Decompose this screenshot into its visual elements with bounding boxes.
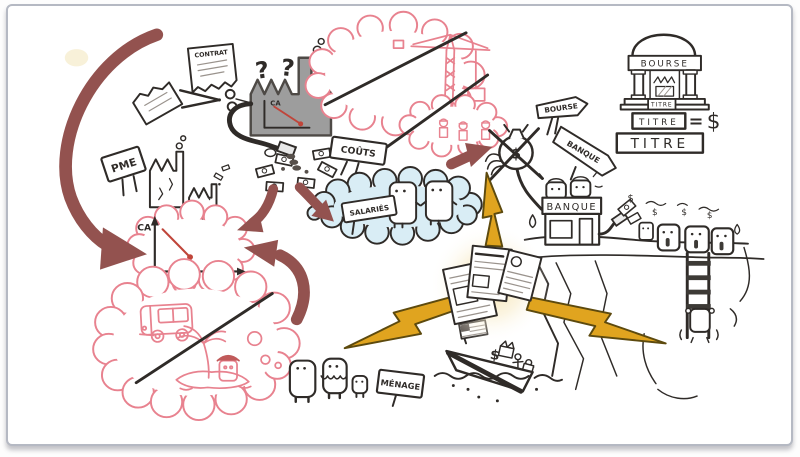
saver-character — [656, 223, 681, 252]
lightning-bolt-left — [343, 295, 461, 350]
arrow-to-sme — [59, 28, 164, 252]
vacuum-nozzle — [275, 140, 298, 158]
bank-cliff-scene: BANQUE $ BOURSE BANQUE $ — [484, 96, 765, 400]
titre-equation: TITRE = $ TITRE — [615, 110, 721, 154]
bourse-building-label: BOURSE — [641, 59, 689, 69]
revenue-axis-label: CA — [137, 222, 152, 233]
stock-exchange-building: BOURSE TITRE — [619, 33, 710, 111]
salaries-sign: SALARIÉS — [340, 194, 398, 235]
banque-signpost: BANQUE — [552, 125, 617, 181]
pme-sign: PME — [100, 145, 147, 197]
saver-character — [710, 227, 735, 256]
cargo-factory-icon — [497, 340, 515, 359]
salaries-cloud: SALARIÉS — [306, 166, 483, 246]
bourse-signpost: BOURSE — [535, 96, 589, 136]
whiteboard-canvas: BOURSE TITRE TITRE = $ TITRE CONTRAT — [6, 4, 793, 446]
salaried-worker — [420, 180, 458, 226]
saver-dollar: $ — [681, 208, 687, 218]
strike-line — [384, 73, 490, 150]
smudge — [64, 49, 89, 67]
bank-roof-characters — [538, 171, 603, 200]
saver-character — [684, 225, 710, 254]
savers-group: $ $ $ — [626, 200, 741, 256]
flow-arrows — [59, 28, 493, 326]
strike-line — [134, 292, 274, 385]
arrow-to-moneybag — [445, 151, 474, 170]
crossed-moneybag: $ — [484, 123, 544, 211]
boat-dollar: $ — [489, 347, 501, 364]
newspaper — [497, 249, 543, 302]
workers-icons — [438, 118, 491, 141]
bank-building: BANQUE $ — [528, 171, 637, 246]
titre-equation-label: TITRE — [638, 118, 679, 128]
vacation-dream-cloud — [92, 258, 301, 421]
arrow-from-household — [274, 249, 310, 326]
saver-dollar: $ — [652, 208, 658, 218]
household-member — [288, 359, 317, 404]
menage-label: MÉNAGE — [380, 376, 421, 392]
household-family: MÉNAGE — [288, 357, 426, 407]
question-mark: ? — [279, 54, 295, 82]
bank-dollar: $ — [628, 194, 634, 205]
menage-sign: MÉNAGE — [375, 368, 426, 407]
whiteboard-drawing: BOURSE TITRE TITRE = $ TITRE CONTRAT — [59, 10, 765, 421]
factory-chart-axis-label: CA — [270, 100, 281, 108]
titre-plate-label: TITRE — [650, 103, 673, 109]
saver-dollar: $ — [707, 211, 713, 221]
dollar-sign: $ — [707, 110, 721, 135]
question-mark: ? — [254, 56, 271, 84]
lightning-bolt-up — [481, 171, 504, 248]
island-icon — [175, 325, 252, 391]
construction-dream-cloud — [304, 10, 509, 158]
equals-sign: = — [689, 112, 704, 132]
strike-line — [323, 31, 468, 107]
camper-van-icon — [138, 303, 194, 343]
household-child — [351, 374, 369, 398]
titre-large-label: TITRE — [630, 136, 690, 152]
crisis-news-center — [343, 171, 667, 350]
ladder-climber — [679, 307, 719, 344]
contract-label: CONTRAT — [194, 49, 229, 59]
lightning-bolt-right — [525, 296, 667, 345]
household-member — [320, 357, 348, 400]
bank-building-label: BANQUE — [546, 202, 597, 213]
costs-sign: COÛTS — [328, 135, 388, 178]
costs-label: COÛTS — [340, 143, 377, 160]
